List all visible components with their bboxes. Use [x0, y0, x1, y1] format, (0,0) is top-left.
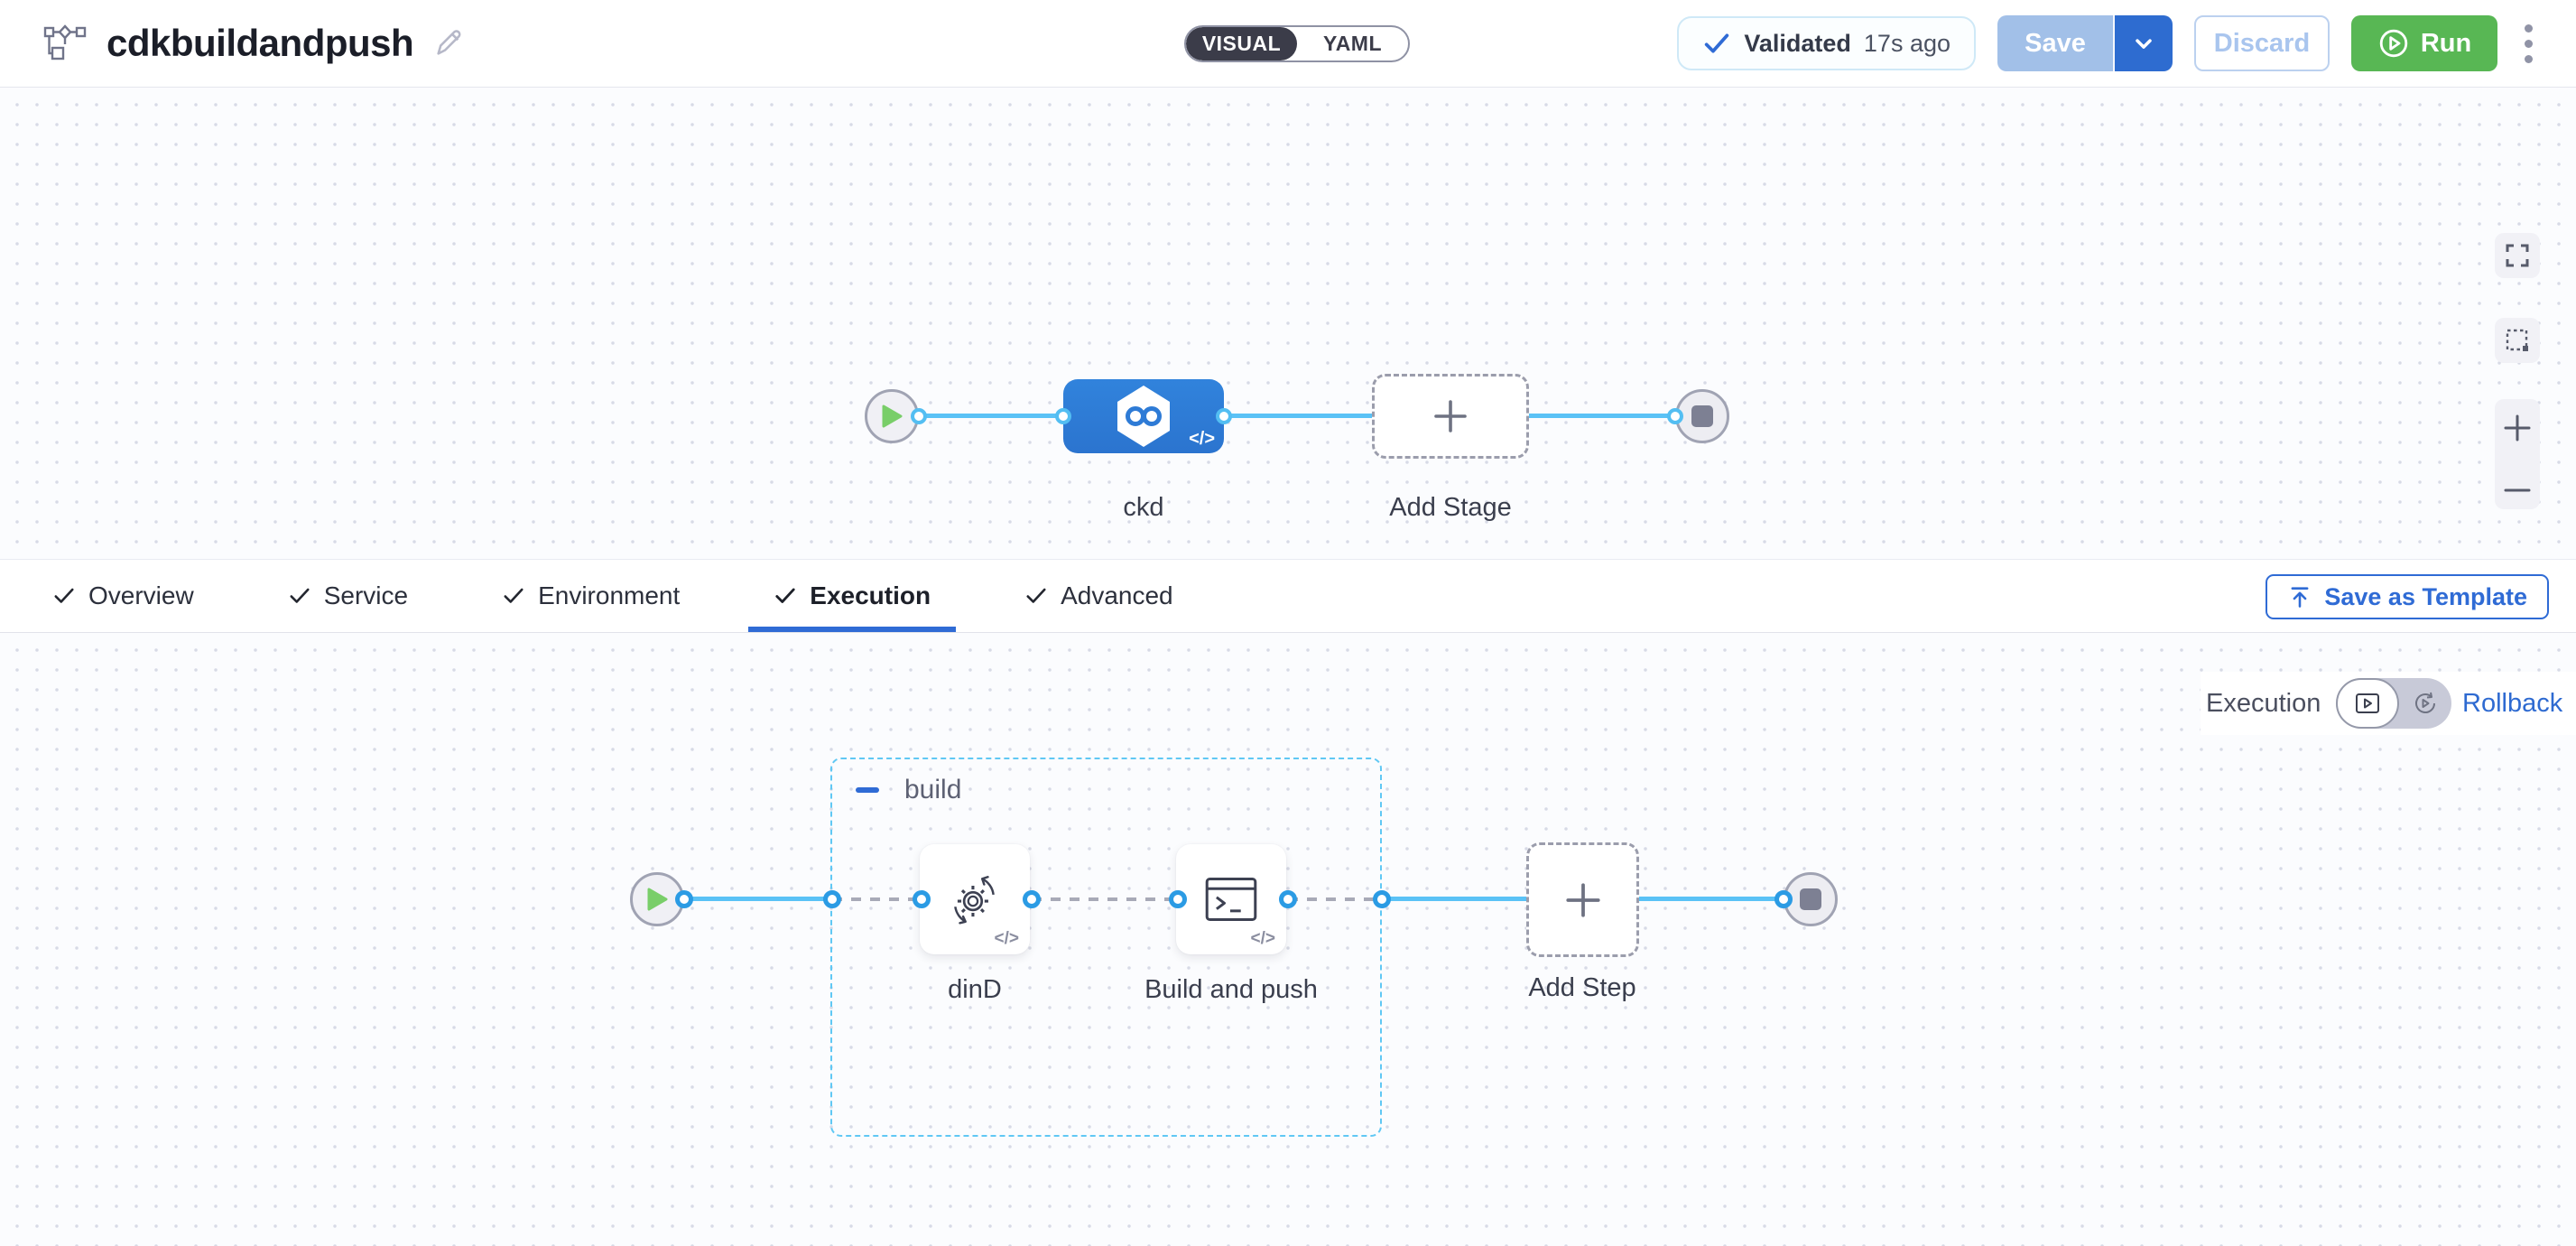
check-icon: [52, 584, 76, 608]
run-button[interactable]: Run: [2351, 15, 2497, 71]
save-options-button[interactable]: [2113, 15, 2173, 71]
add-stage-label[interactable]: Add Stage: [1389, 493, 1512, 522]
port[interactable]: [1055, 408, 1071, 424]
port[interactable]: [1667, 408, 1683, 424]
stage-canvas[interactable]: [0, 88, 2576, 559]
execution-mode-controls: Execution Rollback: [2201, 672, 2576, 735]
toggle-visual[interactable]: VISUAL: [1186, 27, 1297, 60]
marquee-select-icon: [2504, 327, 2531, 354]
fullscreen-button[interactable]: [2495, 233, 2540, 278]
port[interactable]: [911, 408, 927, 424]
tab-service[interactable]: Service: [288, 560, 408, 632]
step-group-name[interactable]: build: [904, 775, 962, 804]
stage-name-label[interactable]: ckd: [1123, 493, 1164, 522]
play-icon: [882, 404, 903, 428]
marquee-select-button[interactable]: [2495, 318, 2540, 363]
edit-pencil-icon[interactable]: [433, 28, 464, 59]
tab-environment[interactable]: Environment: [502, 560, 680, 632]
stage-tabbar: Overview Service Environment Execution A…: [0, 559, 2576, 633]
fullscreen-icon: [2504, 242, 2531, 269]
execution-end-node: [1784, 872, 1838, 926]
pipeline-title: cdkbuildandpush: [107, 22, 414, 64]
edge-group-to-dind: [832, 897, 922, 901]
add-stage-button[interactable]: [1372, 374, 1529, 459]
check-icon: [774, 584, 797, 608]
port[interactable]: [1023, 890, 1041, 908]
toggle-yaml[interactable]: YAML: [1322, 32, 1383, 55]
ci-stage-icon: [1117, 386, 1170, 447]
rollback-graph-icon: [2415, 692, 2435, 713]
check-icon: [502, 584, 525, 608]
step-group-build[interactable]: [830, 758, 1382, 1137]
code-icon: </>: [994, 929, 1019, 948]
execution-rollback-toggle[interactable]: [2336, 678, 2451, 729]
code-icon: </>: [1189, 429, 1215, 449]
zoom-out-button[interactable]: [2501, 484, 2534, 497]
rollback-graph-segment[interactable]: [2399, 678, 2451, 729]
add-step-label[interactable]: Add Step: [1528, 973, 1636, 1002]
more-options-menu[interactable]: [2519, 19, 2538, 69]
edge-exec-start: [684, 897, 832, 901]
code-icon: </>: [1250, 929, 1275, 948]
run-step-icon: [1205, 878, 1257, 921]
check-icon: [288, 584, 311, 608]
validated-time: 17s ago: [1863, 29, 1951, 57]
port[interactable]: [823, 890, 841, 908]
step-name-label[interactable]: Build and push: [1144, 975, 1318, 1004]
port[interactable]: [675, 890, 693, 908]
check-icon: [1702, 29, 1731, 58]
discard-button[interactable]: Discard: [2194, 15, 2330, 71]
edge-dind-to-buildpush: [1032, 897, 1178, 901]
header-actions: Validated 17s ago Save Discard: [1677, 0, 2538, 87]
check-icon: [1024, 584, 1048, 608]
play-icon: [647, 888, 668, 911]
validated-badge[interactable]: Validated 17s ago: [1677, 16, 1976, 70]
pipeline-icon: [43, 23, 87, 63]
plus-icon: [1434, 400, 1467, 432]
tab-overview[interactable]: Overview: [52, 560, 194, 632]
execution-canvas[interactable]: [0, 633, 2576, 1246]
execution-graph-segment[interactable]: [2336, 678, 2399, 729]
service-dependency-icon: [954, 876, 995, 925]
header: cdkbuildandpush VISUAL YAML Validated: [0, 0, 2576, 88]
header-left: cdkbuildandpush: [43, 0, 464, 87]
execution-mode-label: Execution: [2206, 688, 2321, 718]
zoom-controls: [2495, 399, 2540, 509]
visual-yaml-toggle: VISUAL YAML: [1184, 25, 1410, 62]
validated-label: Validated: [1744, 29, 1851, 57]
port[interactable]: [1216, 408, 1232, 424]
tab-execution[interactable]: Execution: [748, 560, 956, 632]
save-button[interactable]: Save: [1997, 15, 2113, 71]
chevron-down-icon: [2131, 31, 2156, 56]
step-node-build-and-push[interactable]: </>: [1176, 844, 1286, 954]
step-name-label[interactable]: dinD: [948, 975, 1002, 1004]
add-step-button[interactable]: [1526, 842, 1639, 957]
port[interactable]: [1169, 890, 1187, 908]
zoom-in-button[interactable]: [2501, 412, 2534, 444]
save-split-button: Save: [1997, 15, 2173, 71]
step-node-dind[interactable]: </>: [920, 844, 1030, 954]
upload-icon: [2287, 584, 2312, 609]
execution-graph-icon: [2356, 693, 2379, 713]
port[interactable]: [913, 890, 931, 908]
stage-node-ckd[interactable]: </>: [1063, 379, 1224, 453]
port[interactable]: [1279, 890, 1297, 908]
edge-buildpush-to-group: [1288, 897, 1382, 901]
plus-icon: [1565, 882, 1600, 917]
run-label: Run: [2420, 28, 2472, 58]
play-circle-icon: [2377, 27, 2410, 60]
pipeline-end-node: [1675, 389, 1729, 443]
tab-advanced[interactable]: Advanced: [1024, 560, 1173, 632]
save-as-template-button[interactable]: Save as Template: [2266, 574, 2549, 619]
stop-icon: [1800, 888, 1821, 910]
edge-start-to-stage: [919, 414, 1063, 418]
stop-icon: [1691, 405, 1713, 427]
rollback-link[interactable]: Rollback: [2462, 688, 2563, 718]
port[interactable]: [1373, 890, 1391, 908]
port[interactable]: [1774, 890, 1793, 908]
collapse-group-icon[interactable]: [856, 787, 879, 793]
